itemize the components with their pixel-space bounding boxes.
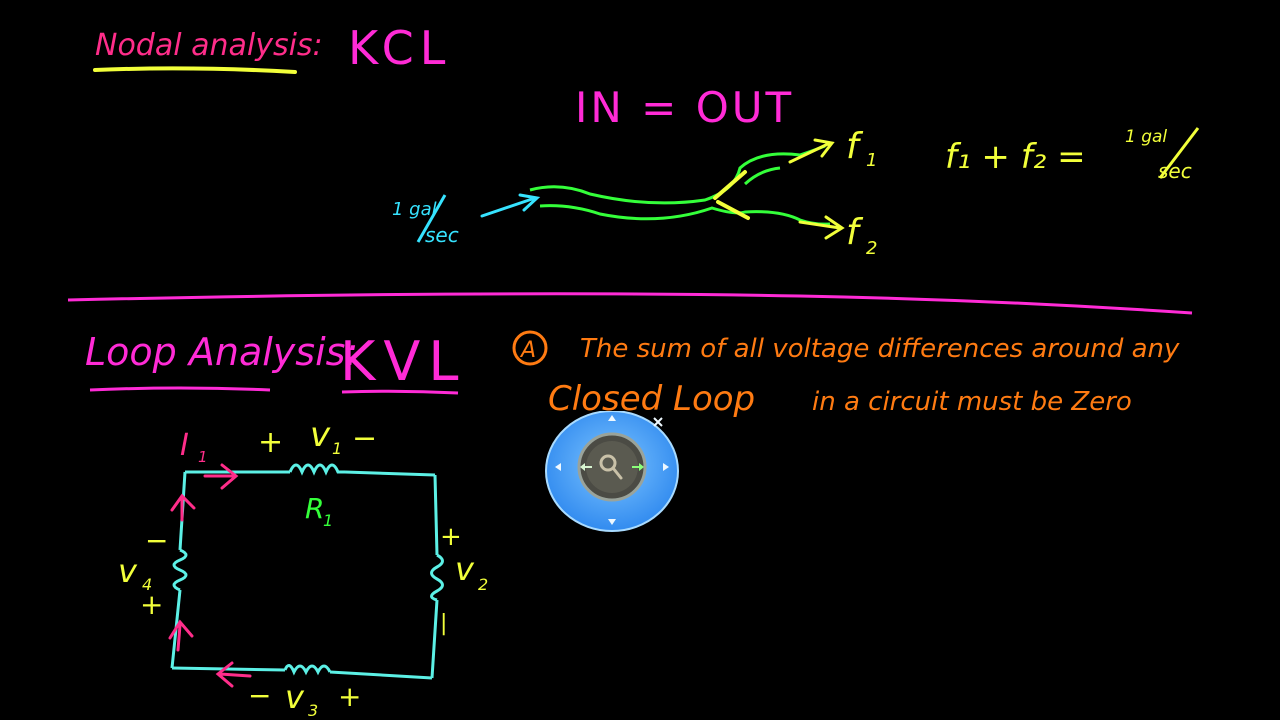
- circuit-wire-bottom: [171, 666, 433, 680]
- pipe-lower-wall: [539, 204, 831, 226]
- kvl-statement-line2: in a circuit must be Zero: [812, 387, 1132, 417]
- v2-label: v: [455, 550, 475, 588]
- current-arrow-left-upper: [170, 493, 196, 522]
- nodal-heading-underline: [93, 66, 297, 74]
- pipe-upper-wall: [529, 144, 826, 205]
- inflow-arrow: [480, 193, 541, 218]
- resistor-r4: [172, 548, 188, 592]
- outflow-arrow-2: [798, 215, 845, 240]
- branch-flow-1-subscript: 1: [866, 150, 877, 171]
- flow-sum-numerator: 1 gal: [1125, 127, 1167, 147]
- v2-subscript: 2: [478, 575, 488, 594]
- v3-plus: +: [338, 680, 361, 713]
- v3-label: v: [285, 678, 305, 716]
- zoom-out-arrow-icon[interactable]: [577, 458, 595, 476]
- v4-label: v: [118, 552, 138, 590]
- kcl-label: KCL: [348, 21, 451, 75]
- circuit-diagram: I 1 + v 1 − R 1 + v 2 | − v 3 + − v 4 +: [118, 415, 488, 720]
- current-arrow-left-lower: [168, 619, 194, 652]
- in-equals-out: IN = OUT: [575, 83, 794, 132]
- v2-plus: +: [440, 522, 462, 552]
- pan-up-icon[interactable]: [603, 411, 621, 429]
- flow-sum-denominator: sec: [1158, 159, 1192, 183]
- inflow-slash: [416, 194, 447, 243]
- resistor-r3: [283, 664, 332, 676]
- flow-sum-slash: [1158, 127, 1200, 179]
- v3-subscript: 3: [308, 701, 318, 720]
- v3-minus: −: [248, 679, 271, 712]
- current-arrow-top: [203, 463, 239, 490]
- current-arrow-bottom: [215, 661, 252, 688]
- r1-label: R: [305, 492, 324, 525]
- nodal-analysis-heading: Nodal analysis:: [95, 28, 323, 63]
- current-label-subscript: 1: [198, 448, 208, 466]
- current-label: I: [180, 428, 189, 463]
- v4-minus: −: [145, 524, 168, 557]
- pan-navigation-widget[interactable]: [545, 411, 679, 535]
- resistor-r2: [430, 553, 444, 602]
- kvl-underline: [341, 389, 459, 395]
- statement-marker: A: [519, 338, 536, 363]
- v2-minus: |: [440, 611, 447, 636]
- kvl-label: KVL: [340, 330, 466, 393]
- branch-flow-2: f: [846, 212, 864, 253]
- statement-marker-circle: [512, 330, 548, 366]
- section-divider: [67, 292, 1193, 315]
- pan-down-icon[interactable]: [603, 511, 621, 529]
- kvl-statement-line1: The sum of all voltage differences aroun…: [580, 334, 1180, 364]
- v1-subscript: 1: [332, 439, 342, 458]
- r1-subscript: 1: [323, 511, 333, 530]
- junction-mark: [713, 170, 750, 220]
- v1-minus: −: [352, 421, 377, 456]
- v1-label: v: [310, 415, 331, 455]
- pipe-split-inner: [743, 166, 781, 186]
- kvl-statement-closed-loop: Closed Loop: [548, 379, 755, 419]
- inflow-rate-denominator: sec: [425, 223, 459, 247]
- pan-left-icon[interactable]: [551, 458, 569, 476]
- v1-plus: +: [258, 425, 283, 460]
- v4-subscript: 4: [142, 575, 152, 594]
- circuit-wire-top: [185, 470, 436, 477]
- zoom-in-arrow-icon[interactable]: [629, 458, 647, 476]
- pan-widget-body: [545, 411, 679, 532]
- loop-heading-underline: [89, 386, 271, 392]
- close-widget-icon[interactable]: [649, 413, 667, 431]
- flow-sum-equation: f₁ + f₂ =: [945, 137, 1086, 177]
- outflow-arrow-1: [788, 138, 835, 164]
- inflow-rate-numerator: 1 gal: [392, 199, 437, 220]
- pan-right-icon[interactable]: [655, 458, 673, 476]
- loop-analysis-heading: Loop Analysis:: [85, 330, 358, 374]
- branch-flow-1: f: [846, 126, 864, 167]
- branch-flow-2-subscript: 2: [866, 238, 877, 259]
- resistor-r1: [288, 463, 345, 476]
- v4-plus: +: [140, 588, 163, 621]
- circuit-wire-right: [430, 474, 439, 679]
